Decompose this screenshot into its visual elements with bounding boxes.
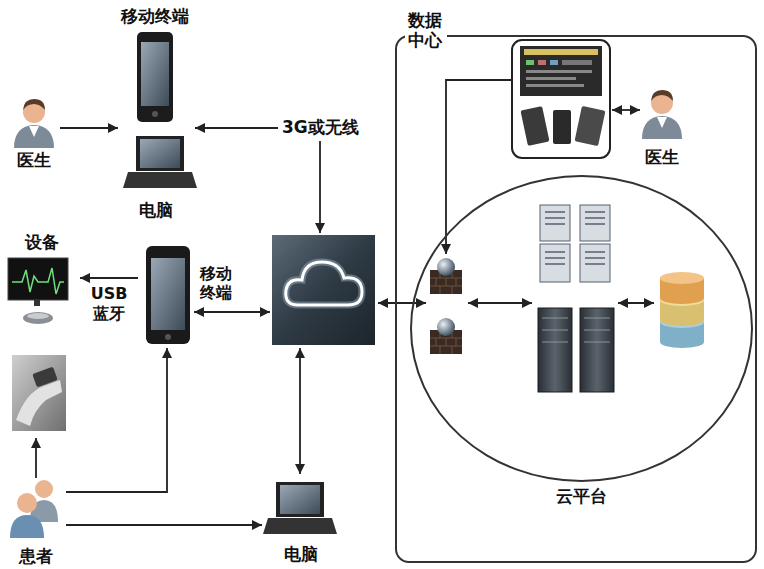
firewall-icon bbox=[430, 258, 462, 294]
doctor-figure bbox=[14, 99, 54, 148]
node-label: 电脑 bbox=[139, 200, 173, 220]
monitoring-screens bbox=[512, 40, 610, 158]
database-icon bbox=[660, 272, 704, 348]
laptop-node: 电脑 bbox=[120, 132, 192, 220]
doctor-figure bbox=[642, 90, 682, 139]
patient-figure bbox=[10, 480, 58, 538]
connector-arrow bbox=[35, 438, 37, 478]
mobile-terminal: 移动终端 bbox=[138, 242, 244, 348]
cloud-icon bbox=[272, 235, 375, 345]
patient-node: 患者 bbox=[6, 478, 66, 566]
connector-arrow bbox=[66, 348, 167, 492]
node-label: 数据中心 bbox=[405, 10, 447, 50]
phone-figure bbox=[137, 32, 173, 122]
connector-arrow bbox=[66, 524, 262, 526]
mobile-terminal: 移动终端 bbox=[118, 6, 192, 132]
doctor-node: 医生 bbox=[8, 95, 60, 170]
node-label: 医生 bbox=[645, 147, 679, 167]
node-label: 移动终端 bbox=[121, 6, 189, 26]
connector-arrow bbox=[60, 127, 118, 129]
monitor-figure bbox=[8, 258, 68, 324]
node-label: 云平台 bbox=[412, 486, 751, 506]
node-label: 移动终端 bbox=[200, 264, 234, 302]
server-racks bbox=[538, 308, 614, 392]
laptop-figure bbox=[263, 482, 337, 534]
server-towers bbox=[540, 205, 610, 282]
connector-label: USB 蓝牙 bbox=[85, 284, 133, 324]
device-photo bbox=[12, 355, 66, 431]
device-node: 设备 bbox=[4, 232, 80, 438]
data-center: 数据中心医生云平台 bbox=[395, 35, 757, 563]
firewall-icon bbox=[430, 318, 462, 354]
doctor-node: 医生 bbox=[632, 85, 692, 167]
laptop-figure bbox=[123, 136, 197, 188]
phone-figure bbox=[146, 246, 190, 344]
cloud-platform: 云平台 bbox=[410, 175, 753, 482]
laptop-node: 电脑 bbox=[262, 476, 340, 564]
node-label: 医生 bbox=[17, 150, 51, 170]
connector-arrow bbox=[80, 277, 138, 279]
link-label: 3G或无线 bbox=[282, 117, 359, 137]
link-arrows bbox=[194, 80, 654, 474]
node-label: 患者 bbox=[19, 546, 53, 566]
node-label: 电脑 bbox=[284, 544, 318, 564]
node-label: 设备 bbox=[25, 232, 59, 252]
